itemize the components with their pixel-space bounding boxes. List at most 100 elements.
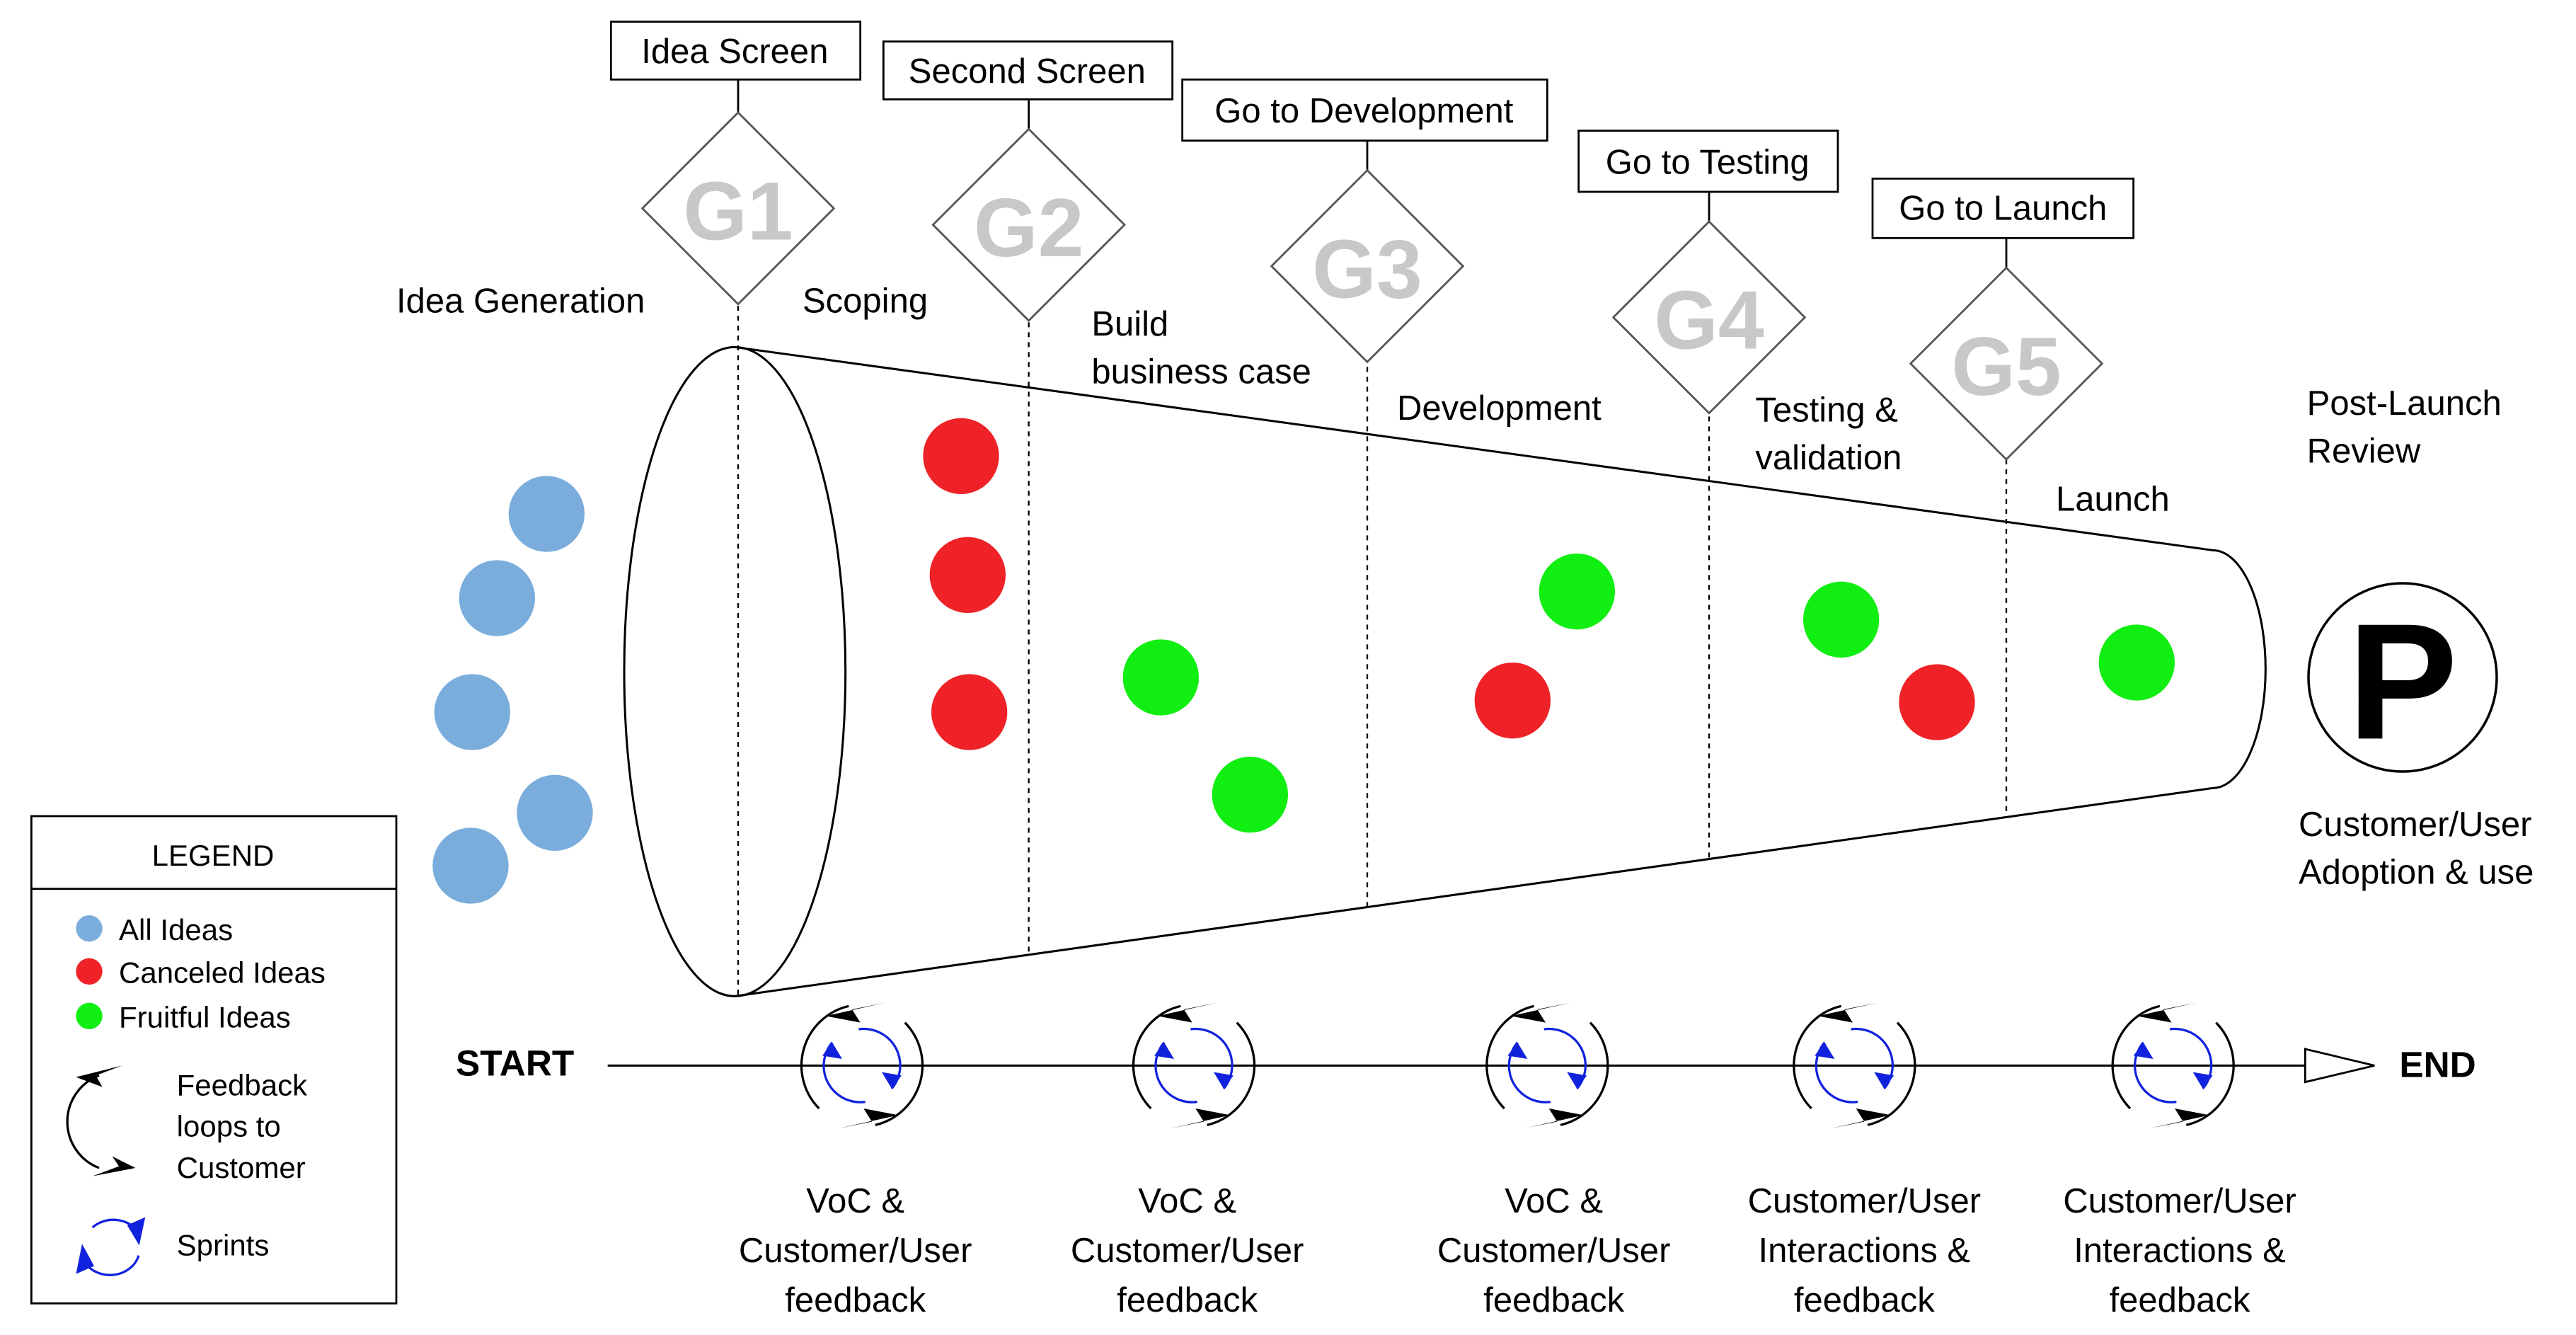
gate-g3: Go to Development G3 <box>1181 78 1548 364</box>
idea-dot-canceled <box>923 418 999 494</box>
feedback-label-line: Customer/User <box>1071 1232 1304 1270</box>
gate-label-box <box>609 21 862 81</box>
gate-label: Go to Launch <box>1899 190 2107 228</box>
gate-label: Go to Development <box>1214 92 1514 130</box>
timeline-arrowhead <box>2304 1048 2375 1084</box>
idea-dot-fruitful <box>1122 639 1199 716</box>
idea-dot-all <box>459 560 535 636</box>
gate-g1: Idea Screen G1 <box>609 21 862 306</box>
gate-label-box <box>882 40 1174 101</box>
feedback-label-line: Interactions & <box>2074 1232 2286 1270</box>
legend-feedback-loop-icon <box>66 1065 136 1176</box>
feedback-label-line: Customer/User <box>739 1232 972 1270</box>
stage-scoping: Scoping <box>803 282 928 320</box>
gate-id: G2 <box>974 181 1084 274</box>
stage-business-case-line-2: business case <box>1091 353 1311 391</box>
idea-dot-all <box>434 674 510 750</box>
feedback-labels: VoC & Customer/User feedback VoC & Custo… <box>739 1182 2296 1319</box>
legend-sprints-label: Sprints <box>177 1229 270 1262</box>
adoption-caption-line-2: Adoption & use <box>2299 854 2534 892</box>
feedback-label-5: Customer/User Interactions & feedback <box>2063 1182 2296 1319</box>
gate-diamond <box>640 111 836 306</box>
stage-labels: Idea Generation Scoping Build business c… <box>396 282 2502 518</box>
idea-dot-fruitful <box>2098 624 2175 701</box>
stage-testing-line-1: Testing & <box>1755 391 1898 429</box>
feedback-label-line: feedback <box>1117 1281 1258 1319</box>
idea-dot-canceled <box>931 674 1008 750</box>
legend: LEGEND All Ideas Canceled Ideas Fruitful… <box>30 815 398 1305</box>
stage-testing-line-2: validation <box>1755 439 1902 477</box>
gate-id: G1 <box>683 165 793 258</box>
funnel <box>623 306 2267 997</box>
gate-label: Second Screen <box>909 52 1146 91</box>
feedback-label-line: feedback <box>1483 1281 1624 1319</box>
feedback-label-line: VoC & <box>1505 1182 1603 1220</box>
idea-dot-canceled <box>929 537 1006 613</box>
legend-feedback-line-1: Feedback <box>177 1068 308 1101</box>
gate-diamond <box>1611 220 1807 415</box>
canceled-ideas-dots <box>923 418 1975 750</box>
gate-diamond <box>931 127 1126 322</box>
legend-fruitful-label: Fruitful Ideas <box>119 1001 291 1034</box>
fruitful-ideas-dots <box>1122 554 2175 833</box>
idea-dot-all <box>508 476 585 552</box>
feedback-label-1: VoC & Customer/User feedback <box>739 1182 972 1319</box>
stage-business-case-line-1: Build <box>1091 305 1168 343</box>
legend-all-ideas-dot <box>76 915 103 942</box>
feedback-label-line: VoC & <box>1138 1182 1236 1220</box>
legend-canceled-label: Canceled Ideas <box>119 956 326 990</box>
adoption: P Customer/User Adoption & use <box>2299 582 2534 892</box>
adoption-caption-line-1: Customer/User <box>2299 806 2531 844</box>
gate-diamond <box>1909 266 2104 461</box>
legend-sprint-icon <box>76 1217 146 1276</box>
stage-development: Development <box>1397 389 1602 428</box>
feedback-label-line: Customer/User <box>1748 1182 1981 1220</box>
stage-post-launch-line-2: Review <box>2307 432 2421 471</box>
gate-g2: Second Screen G2 <box>882 40 1174 322</box>
funnel-body <box>735 345 2267 997</box>
idea-dot-canceled <box>1899 664 1975 740</box>
legend-title: LEGEND <box>152 839 275 872</box>
gate-label: Idea Screen <box>641 33 828 71</box>
gate-id: G5 <box>1951 320 2062 413</box>
timeline: START END <box>456 1043 2476 1084</box>
idea-dot-fruitful <box>1212 757 1288 833</box>
all-ideas-dots <box>432 476 593 904</box>
timeline-start-label: START <box>456 1043 574 1083</box>
idea-dot-fruitful <box>1803 581 1880 658</box>
idea-dot-canceled <box>1474 663 1551 739</box>
gate-g5: Go to Launch G5 <box>1871 177 2135 461</box>
feedback-label-line: feedback <box>2110 1281 2250 1319</box>
legend-fruitful-dot <box>76 1002 103 1029</box>
adoption-circle <box>2307 582 2498 773</box>
gate-label-box <box>1871 177 2135 239</box>
stage-post-launch-line-1: Post-Launch <box>2307 384 2502 423</box>
stage-dividers <box>737 306 2008 997</box>
feedback-label-2: VoC & Customer/User feedback <box>1071 1182 1304 1319</box>
adoption-symbol: P <box>2347 590 2458 774</box>
idea-dot-all <box>517 774 593 851</box>
legend-canceled-dot <box>76 958 103 985</box>
timeline-end-label: END <box>2399 1045 2476 1085</box>
legend-all-ideas-label: All Ideas <box>119 913 233 946</box>
feedback-label-line: feedback <box>785 1281 926 1319</box>
gate-g4: Go to Testing G4 <box>1577 130 1839 415</box>
legend-feedback-line-2: loops to <box>177 1110 281 1143</box>
legend-feedback-line-3: Customer <box>177 1151 306 1184</box>
gate-id: G3 <box>1312 222 1422 315</box>
feedback-label-line: Customer/User <box>2063 1182 2296 1220</box>
feedback-label-line: feedback <box>1794 1281 1935 1319</box>
legend-frame <box>30 815 398 1305</box>
feedback-label-line: Customer/User <box>1437 1232 1670 1270</box>
gate-label-box <box>1577 130 1839 193</box>
feedback-label-line: VoC & <box>806 1182 904 1220</box>
gate-id: G4 <box>1654 274 1764 367</box>
stage-launch: Launch <box>2056 480 2170 518</box>
feedback-label-line: Interactions & <box>1759 1232 1971 1270</box>
gate-diamond <box>1270 168 1465 364</box>
funnel-mouth <box>623 345 847 997</box>
feedback-label-3: VoC & Customer/User feedback <box>1437 1182 1670 1319</box>
gate-label: Go to Testing <box>1606 143 1810 181</box>
idea-dot-fruitful <box>1539 554 1615 630</box>
